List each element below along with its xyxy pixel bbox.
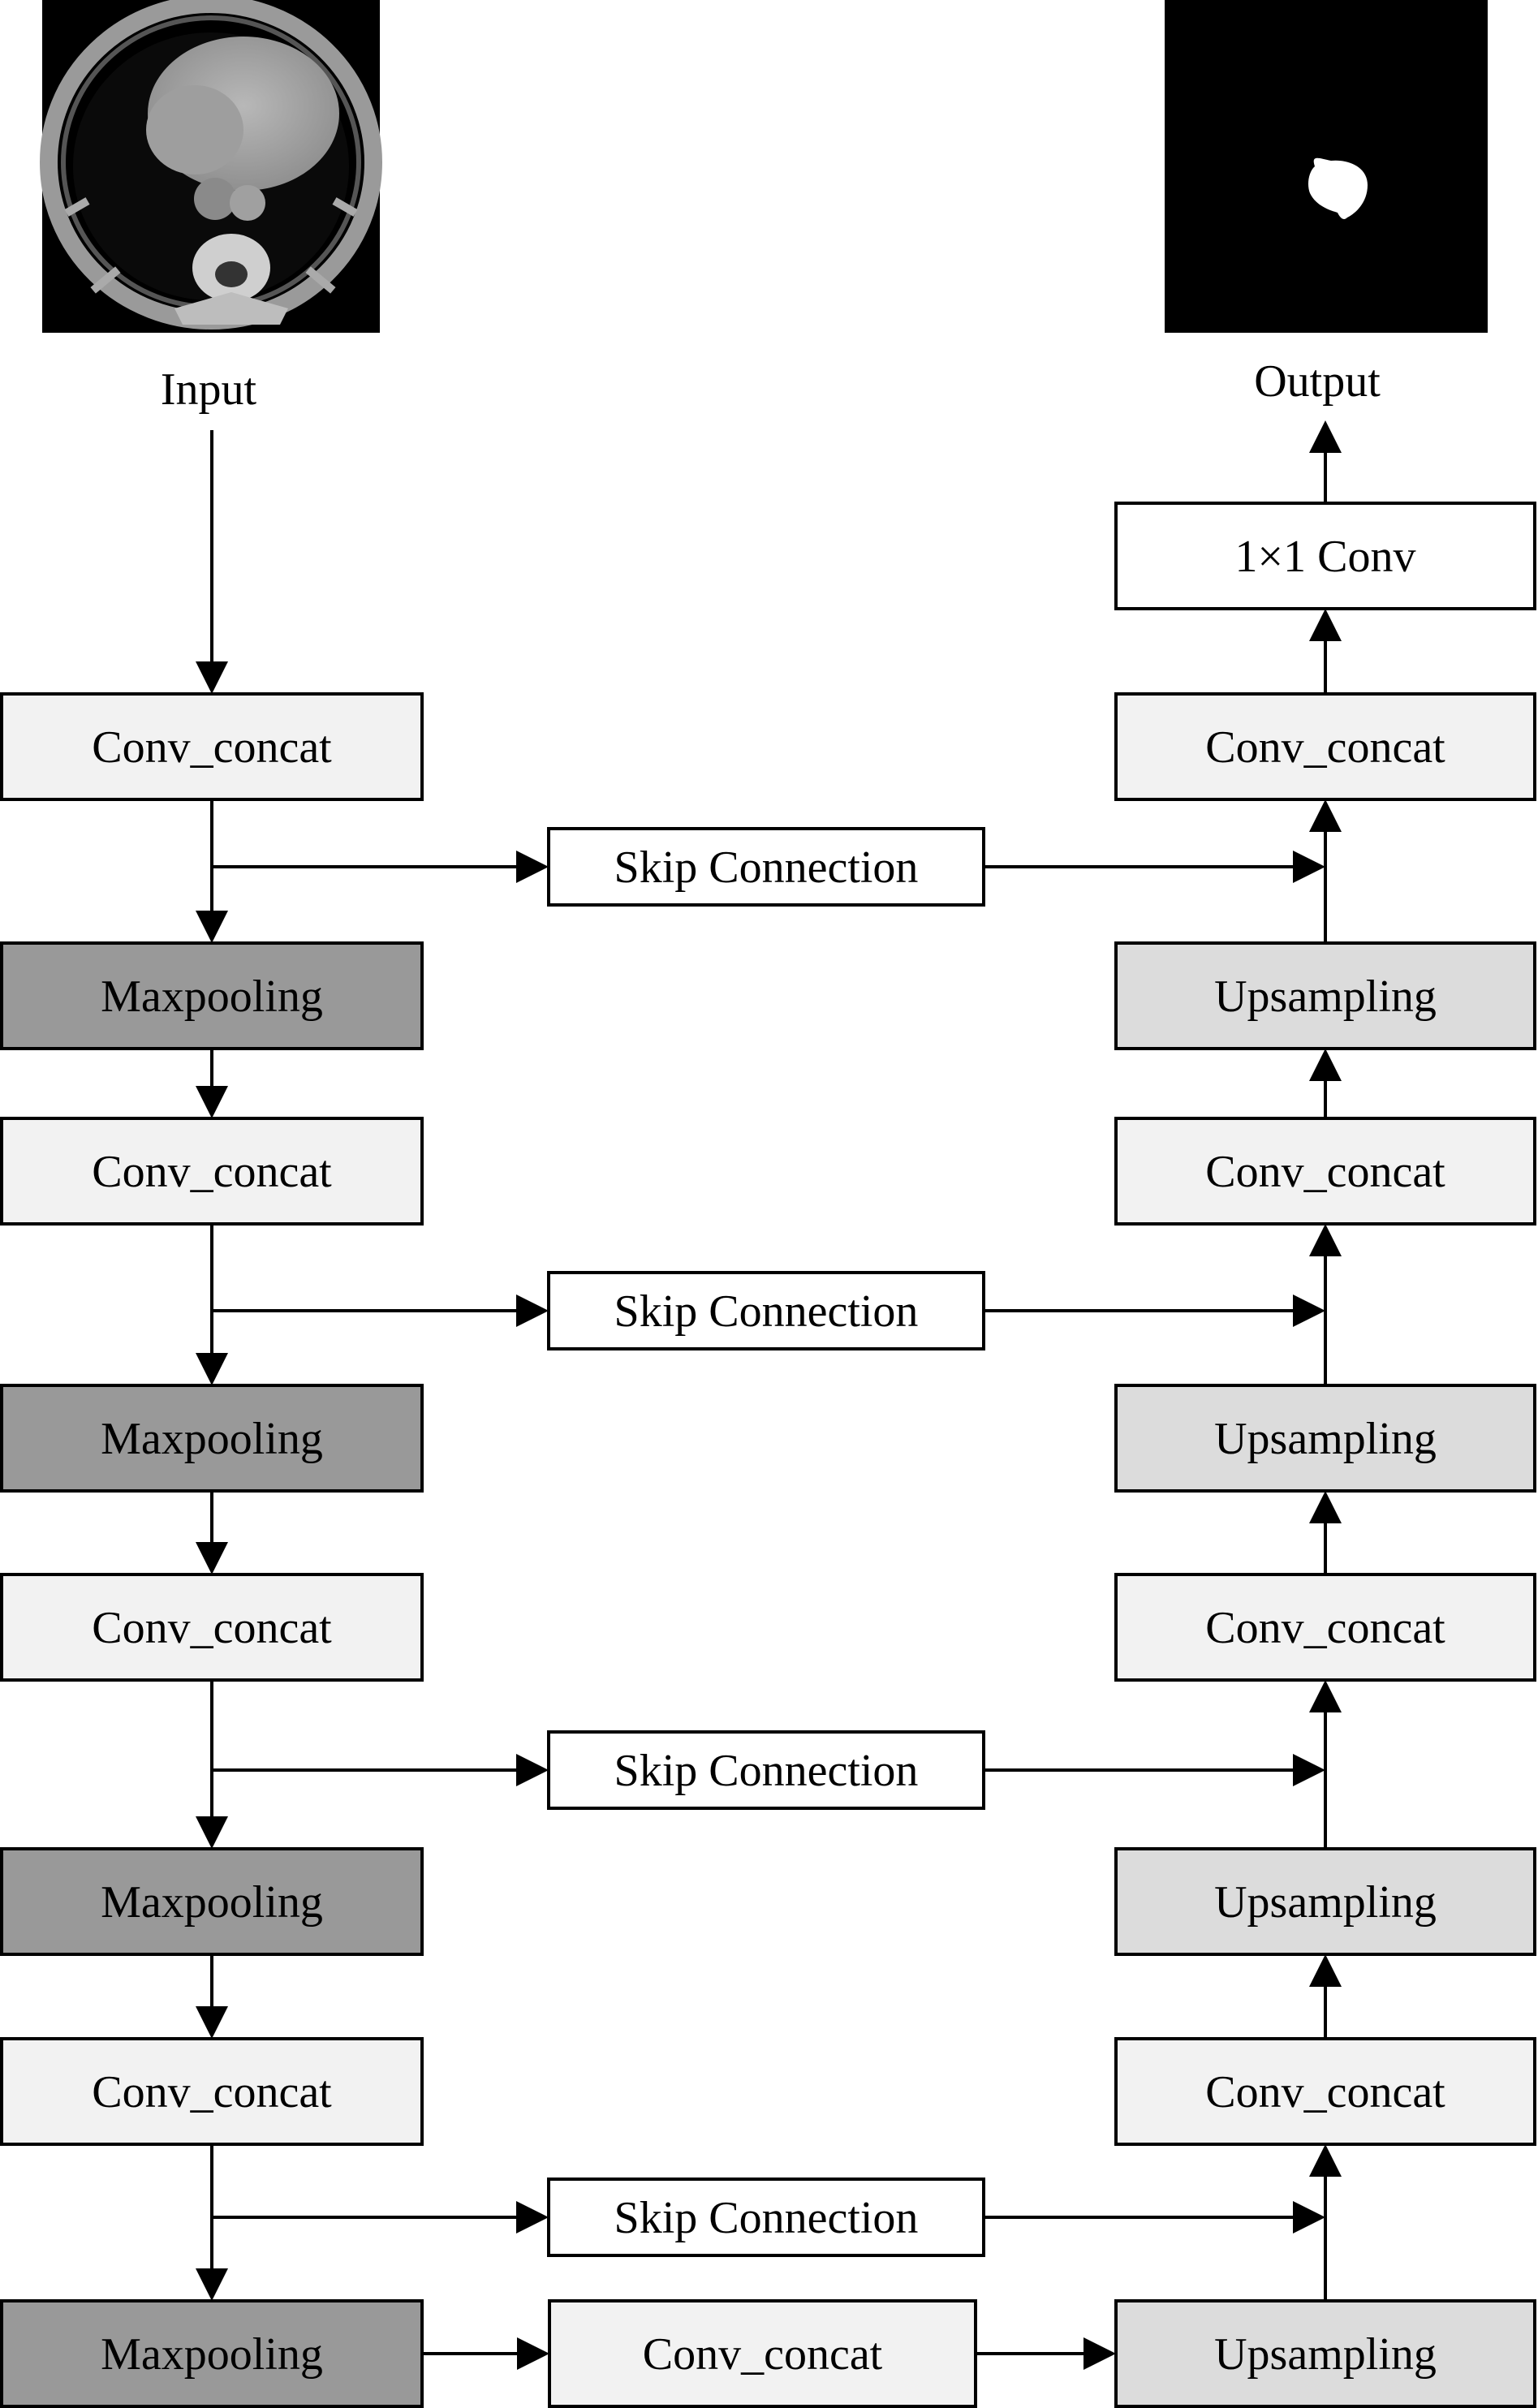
decoder-upsampling-3-shape xyxy=(1114,1847,1536,1956)
encoder-maxpooling-2: Maxpooling xyxy=(0,941,424,1050)
encoder-maxpooling-6-shape xyxy=(0,1847,424,1956)
encoder-maxpooling-4-shape xyxy=(0,1384,424,1493)
decoder-upsampling-7-label: Upsampling xyxy=(1214,971,1437,1022)
decoder-conv-concat-8-shape xyxy=(1114,692,1536,801)
encoder-conv-concat-3: Conv_concat xyxy=(0,1117,424,1226)
decoder-1-1-conv-9-label: 1×1 Conv xyxy=(1235,532,1416,582)
encoder-conv-concat-1-shape xyxy=(0,692,424,801)
skip-connection-box-3-shape xyxy=(547,1730,985,1810)
skip-connection-box-2-shape xyxy=(547,1271,985,1350)
skip-connection-box-4-shape xyxy=(547,2178,985,2257)
encoder-maxpooling-6-label: Maxpooling xyxy=(101,1877,323,1928)
decoder-upsampling-1: Upsampling xyxy=(1114,2299,1536,2408)
decoder-upsampling-3: Upsampling xyxy=(1114,1847,1536,1956)
decoder-1-1-conv-9: 1×1 Conv xyxy=(1114,502,1536,610)
decoder-conv-concat-2-shape xyxy=(1114,2037,1536,2146)
encoder-conv-concat-7-label: Conv_concat xyxy=(92,2067,332,2117)
encoder-maxpooling-8: Maxpooling xyxy=(0,2299,424,2408)
encoder-maxpooling-6: Maxpooling xyxy=(0,1847,424,1956)
decoder-conv-concat-6-shape xyxy=(1114,1117,1536,1226)
skip-connection-box-2: Skip Connection xyxy=(547,1271,985,1350)
decoder-upsampling-5-shape xyxy=(1114,1384,1536,1493)
encoder-maxpooling-4: Maxpooling xyxy=(0,1384,424,1493)
encoder-conv-concat-7-shape xyxy=(0,2037,424,2146)
skip-connection-box-4-label: Skip Connection xyxy=(614,2193,919,2243)
output-mask-image xyxy=(1165,0,1488,333)
encoder-conv-concat-3-label: Conv_concat xyxy=(92,1147,332,1197)
decoder-upsampling-1-shape xyxy=(1114,2299,1536,2408)
bottleneck-conv-concat: Conv_concat xyxy=(548,2299,977,2408)
decoder-conv-concat-4: Conv_concat xyxy=(1114,1573,1536,1682)
decoder-upsampling-5-label: Upsampling xyxy=(1214,1414,1437,1464)
input-label: Input xyxy=(161,364,257,415)
decoder-conv-concat-8: Conv_concat xyxy=(1114,692,1536,801)
bottleneck-conv-concat-label: Conv_concat xyxy=(643,2329,883,2380)
skip-connection-box-1-shape xyxy=(547,827,985,907)
skip-connection-box-1: Skip Connection xyxy=(547,827,985,907)
encoder-maxpooling-8-label: Maxpooling xyxy=(101,2329,323,2380)
encoder-conv-concat-5-shape xyxy=(0,1573,424,1682)
decoder-upsampling-1-label: Upsampling xyxy=(1214,2329,1437,2380)
encoder-maxpooling-4-label: Maxpooling xyxy=(101,1414,323,1464)
decoder-1-1-conv-9-shape xyxy=(1114,502,1536,610)
output-label: Output xyxy=(1254,356,1381,407)
skip-connection-box-1-label: Skip Connection xyxy=(614,842,919,893)
decoder-conv-concat-2: Conv_concat xyxy=(1114,2037,1536,2146)
encoder-conv-concat-1-label: Conv_concat xyxy=(92,722,332,773)
decoder-upsampling-3-label: Upsampling xyxy=(1214,1877,1437,1928)
encoder-conv-concat-5-label: Conv_concat xyxy=(92,1603,332,1653)
encoder-maxpooling-2-shape xyxy=(0,941,424,1050)
decoder-conv-concat-2-label: Conv_concat xyxy=(1205,2067,1445,2117)
encoder-conv-concat-3-shape xyxy=(0,1117,424,1226)
skip-connection-box-3: Skip Connection xyxy=(547,1730,985,1810)
encoder-conv-concat-5: Conv_concat xyxy=(0,1573,424,1682)
skip-connection-box-3-label: Skip Connection xyxy=(614,1746,919,1796)
decoder-conv-concat-6-label: Conv_concat xyxy=(1205,1147,1445,1197)
encoder-maxpooling-2-label: Maxpooling xyxy=(101,971,323,1022)
input-ct-image xyxy=(40,0,382,333)
skip-connection-box-4: Skip Connection xyxy=(547,2178,985,2257)
decoder-upsampling-5: Upsampling xyxy=(1114,1384,1536,1493)
encoder-maxpooling-8-shape xyxy=(0,2299,424,2408)
decoder-upsampling-7-shape xyxy=(1114,941,1536,1050)
encoder-conv-concat-1: Conv_concat xyxy=(0,692,424,801)
decoder-conv-concat-8-label: Conv_concat xyxy=(1205,722,1445,773)
diagram-nodes: Conv_concatMaxpoolingConv_concatMaxpooli… xyxy=(0,502,1536,2408)
decoder-upsampling-7: Upsampling xyxy=(1114,941,1536,1050)
encoder-conv-concat-7: Conv_concat xyxy=(0,2037,424,2146)
skip-connection-box-2-label: Skip Connection xyxy=(614,1286,919,1337)
decoder-conv-concat-6: Conv_concat xyxy=(1114,1117,1536,1226)
decoder-conv-concat-4-shape xyxy=(1114,1573,1536,1682)
bottleneck-conv-concat-shape xyxy=(548,2299,977,2408)
decoder-conv-concat-4-label: Conv_concat xyxy=(1205,1603,1445,1653)
connector-lines xyxy=(196,420,1342,2370)
